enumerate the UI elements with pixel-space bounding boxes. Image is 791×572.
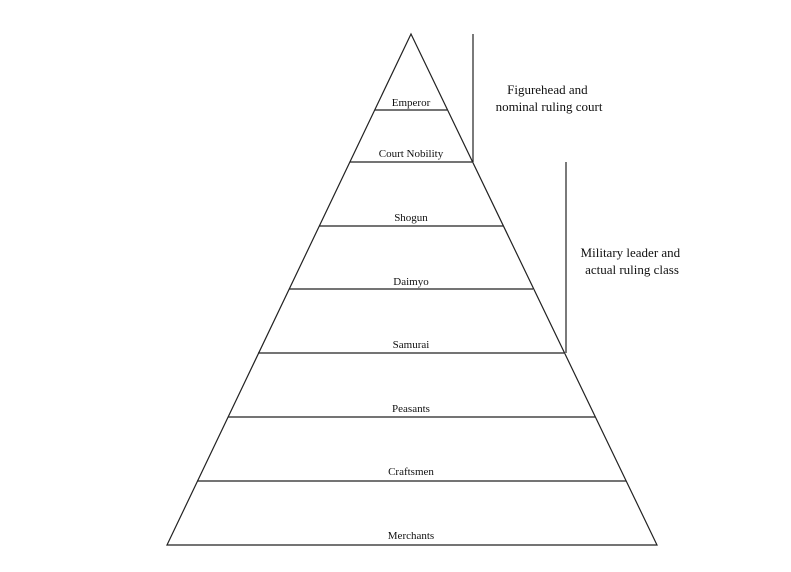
tier-label-daimyo: Daimyo <box>393 276 429 288</box>
annotation-figurehead-line-1: Figurehead and <box>507 82 588 97</box>
tier-label-emperor: Emperor <box>392 97 431 109</box>
annotation-brackets <box>472 34 567 353</box>
annotation-figurehead-line-2: nominal ruling court <box>496 99 603 114</box>
annotation-figurehead: Figurehead and nominal ruling court <box>496 82 603 114</box>
tier-label-samurai: Samurai <box>393 339 430 351</box>
tier-labels: Emperor Court Nobility Shogun Daimyo Sam… <box>379 97 444 542</box>
tier-label-peasants: Peasants <box>392 403 430 415</box>
tier-label-craftsmen: Craftsmen <box>388 466 434 478</box>
annotation-military: Military leader and actual ruling class <box>581 245 684 277</box>
tier-label-merchants: Merchants <box>388 530 434 542</box>
annotation-military-line-2: actual ruling class <box>585 262 679 277</box>
annotation-military-line-1: Military leader and <box>581 245 681 260</box>
tier-label-court-nobility: Court Nobility <box>379 148 444 160</box>
tier-label-shogun: Shogun <box>394 212 428 224</box>
annotations: Figurehead and nominal ruling court Mili… <box>496 82 684 277</box>
tier-dividers <box>197 109 626 482</box>
